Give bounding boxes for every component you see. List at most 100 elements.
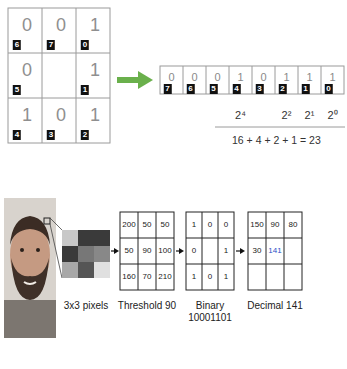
sum-text: 16 + 4 + 2 + 1 = 23 <box>232 135 321 146</box>
table-line <box>266 212 267 290</box>
arrow-head <box>114 248 119 254</box>
position-number: 6 <box>13 40 21 50</box>
caption: Threshold 90 <box>117 300 177 312</box>
position-number: 4 <box>232 84 240 94</box>
grid-line <box>8 53 110 54</box>
position-number: 3 <box>255 84 263 94</box>
table-cell: 0 <box>192 247 196 255</box>
grid-digit: 1 <box>90 106 100 124</box>
table-cell: 160 <box>122 273 135 281</box>
power-of-two: 2¹ <box>305 110 315 121</box>
hair <box>10 216 50 245</box>
position-number: 1 <box>81 85 89 95</box>
position-number: 0 <box>324 84 332 94</box>
grid-digit: 0 <box>56 16 66 34</box>
table-cell: 0 <box>208 221 212 229</box>
arrow-head <box>179 248 184 254</box>
row-digit: 1 <box>306 72 312 83</box>
beard <box>11 258 49 300</box>
grid-border <box>8 8 110 143</box>
pixel-marker <box>44 218 50 224</box>
pixel <box>94 230 110 246</box>
table-border <box>120 212 174 290</box>
arrow-head <box>240 248 245 254</box>
power-of-two: 2⁰ <box>327 110 337 121</box>
table-line <box>186 238 234 239</box>
pixel <box>78 246 94 262</box>
eye <box>36 248 40 252</box>
table-line <box>120 238 174 239</box>
position-number: 6 <box>186 84 194 94</box>
grid-line <box>76 8 77 143</box>
grid-digit: 0 <box>22 16 32 34</box>
table-line <box>218 212 219 290</box>
grid-line <box>8 98 110 99</box>
table-cell: 50 <box>143 221 152 229</box>
pixel <box>94 246 110 262</box>
table-cell: 90 <box>143 247 152 255</box>
table-cell: 50 <box>125 247 134 255</box>
table-cell: 90 <box>271 221 280 229</box>
row-digit: 0 <box>191 72 197 83</box>
row-digit: 0 <box>214 72 220 83</box>
table-cell: 1 <box>224 273 228 281</box>
pixel <box>62 262 78 278</box>
row-line <box>321 66 322 94</box>
table-border <box>248 212 302 290</box>
grid-digit: 1 <box>22 106 32 124</box>
table-cell: 1 <box>192 221 196 229</box>
mouth <box>24 282 36 284</box>
pixel <box>62 230 78 246</box>
grid-digit: 0 <box>22 61 32 79</box>
position-number: 7 <box>163 84 171 94</box>
pixel <box>62 246 78 262</box>
row-line <box>183 66 184 94</box>
table-cell: 0 <box>224 221 228 229</box>
row-line <box>298 66 299 94</box>
caption: Decimal 141 <box>245 300 305 312</box>
table-line <box>248 264 302 265</box>
grid-digit: 0 <box>56 106 66 124</box>
table-cell: 0 <box>208 273 212 281</box>
position-number: 5 <box>209 84 217 94</box>
table-line <box>284 212 285 290</box>
grid-digit: 1 <box>90 16 100 34</box>
position-number: 1 <box>301 84 309 94</box>
row-line <box>275 66 276 94</box>
position-number: 0 <box>81 40 89 50</box>
table-cell: 210 <box>158 273 171 281</box>
eye <box>20 248 24 252</box>
photo-ground <box>4 198 56 338</box>
position-number: 7 <box>47 40 55 50</box>
row-border <box>160 66 344 94</box>
row-line <box>229 66 230 94</box>
table-cell: 141 <box>268 247 281 255</box>
row-digit: 1 <box>283 72 289 83</box>
position-number: 2 <box>81 130 89 140</box>
table-cell: 100 <box>158 247 171 255</box>
position-number: 3 <box>47 130 55 140</box>
grid-line <box>42 8 43 143</box>
table-line <box>202 212 203 290</box>
caption: 3x3 pixels <box>56 300 116 312</box>
table-cell: 70 <box>143 273 152 281</box>
table-line <box>248 238 302 239</box>
zoom-line <box>50 224 62 278</box>
table-line <box>186 264 234 265</box>
row-digit: 0 <box>168 72 174 83</box>
table-cell: 50 <box>161 221 170 229</box>
sum-rule <box>215 127 345 128</box>
row-digit: 1 <box>237 72 243 83</box>
table-border <box>186 212 234 290</box>
table-cell: 80 <box>289 221 298 229</box>
table-cell: 150 <box>250 221 263 229</box>
row-line <box>252 66 253 94</box>
table-line <box>156 212 157 290</box>
table-cell: 200 <box>122 221 135 229</box>
pixel <box>78 262 94 278</box>
position-number: 5 <box>13 85 21 95</box>
row-line <box>206 66 207 94</box>
pixel <box>78 230 94 246</box>
position-number: 4 <box>13 130 21 140</box>
